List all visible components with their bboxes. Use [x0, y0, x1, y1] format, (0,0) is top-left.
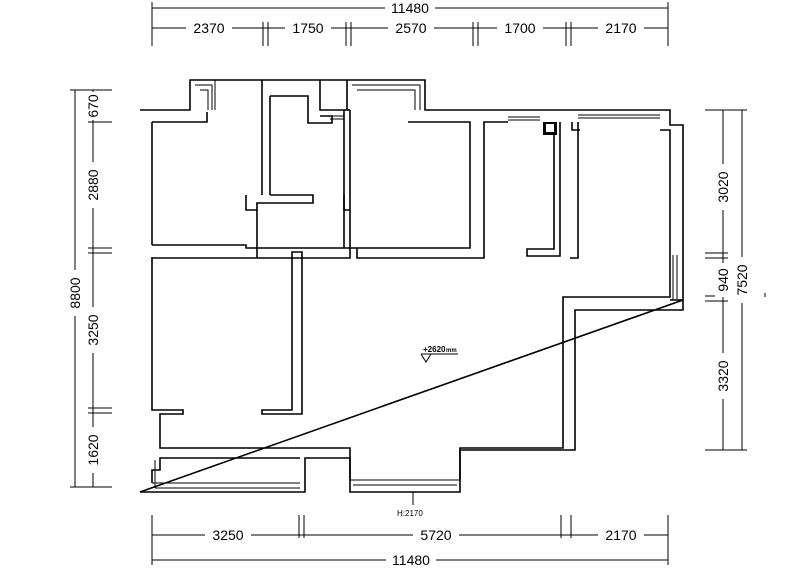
bottom-dim-1: 3250 — [212, 527, 243, 543]
left-total-dimension: 8800 — [67, 277, 83, 308]
top-dim-5: 2170 — [605, 20, 636, 36]
left-dim-4: 1620 — [85, 434, 101, 465]
top-dim-2: 1750 — [292, 20, 323, 36]
bottom-dim-3: 2170 — [605, 527, 636, 543]
elevation-label: +2620 — [423, 345, 446, 354]
window-height-label: H:2170 — [397, 509, 423, 518]
right-total-dimension: 7520 — [734, 264, 750, 295]
left-dimension-chain: 8800 670 2880 3250 1620 — [67, 89, 112, 488]
right-dimension-chain: 7520 3020 940 3320 — [705, 109, 766, 451]
top-dim-3: 2570 — [395, 20, 426, 36]
bottom-dimension-chain: 3250 5720 2170 11480 — [151, 515, 669, 568]
left-dim-1: 670 — [85, 94, 101, 118]
window-height-marker: H:2170 — [397, 492, 423, 518]
right-dim-1: 3020 — [715, 171, 731, 202]
top-dim-4: 1700 — [504, 20, 535, 36]
elevation-unit: mm — [446, 348, 457, 354]
left-dim-3: 3250 — [85, 314, 101, 345]
right-dim-2: 940 — [715, 268, 731, 292]
bottom-total-dimension: 11480 — [392, 552, 430, 568]
bottom-dim-2: 5720 — [420, 527, 451, 543]
top-total-dimension: 11480 — [391, 0, 429, 16]
walls — [139, 79, 684, 493]
elevation-marker: +2620 mm — [420, 345, 458, 363]
top-dim-1: 2370 — [193, 20, 224, 36]
right-dim-3: 3320 — [715, 360, 731, 391]
left-dim-2: 2880 — [85, 169, 101, 200]
top-dimension-chain: 11480 2370 1750 2570 1700 2170 — [151, 0, 669, 46]
